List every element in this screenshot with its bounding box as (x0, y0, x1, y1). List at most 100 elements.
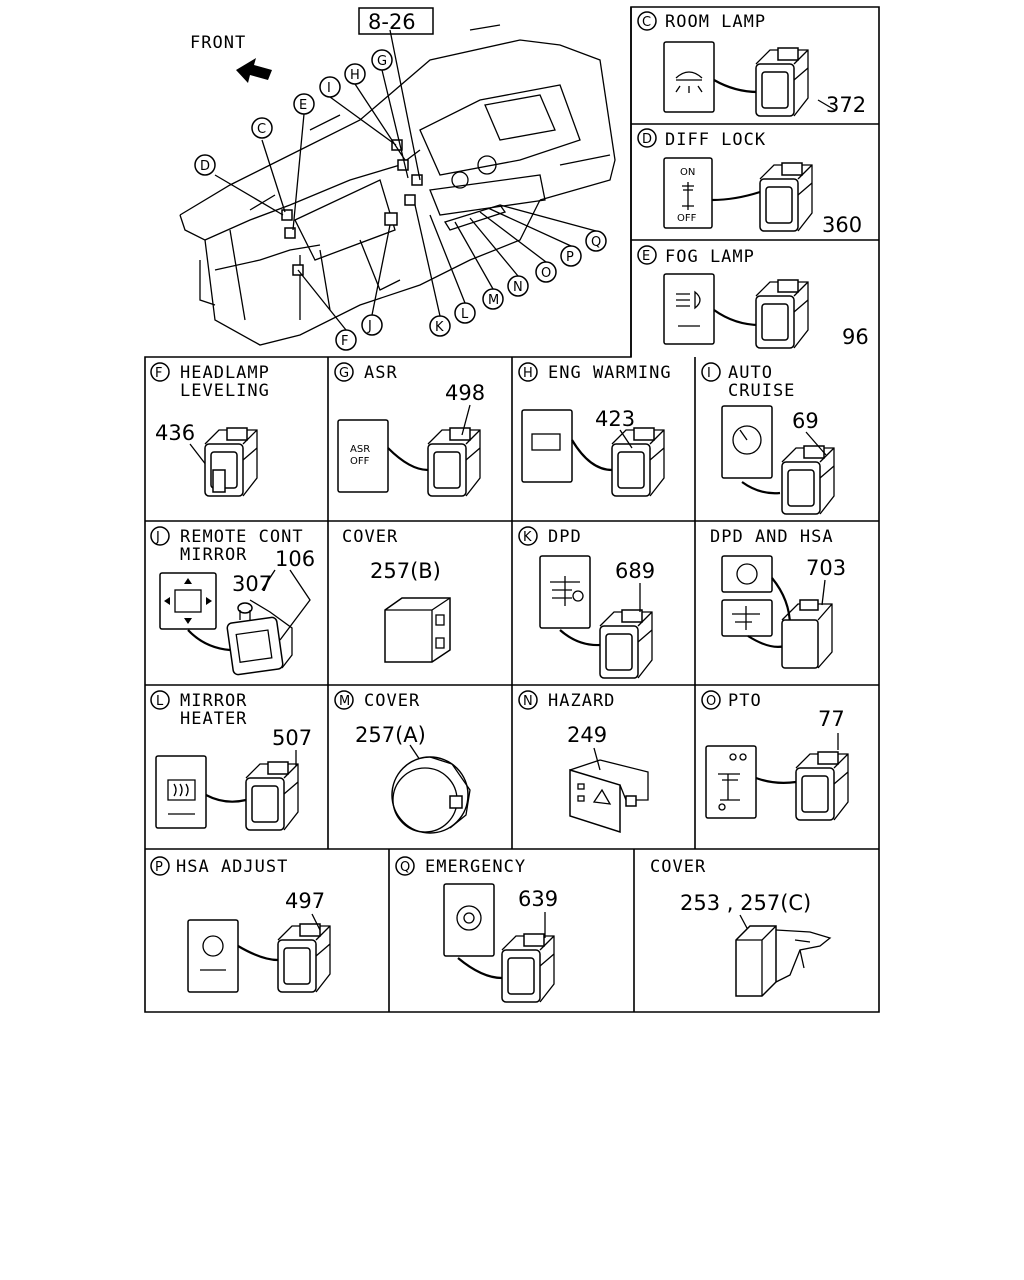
dpd-icon (732, 606, 760, 630)
ref-box (358, 7, 434, 35)
part-number: 423 (595, 407, 635, 431)
off-label: OFF (677, 213, 697, 224)
part-number: 77 (818, 707, 845, 731)
callout-L: L (454, 302, 476, 324)
panel-emergency: Q EMERGENCY 639 (395, 856, 558, 1003)
svg-text:E: E (642, 249, 650, 264)
part-number: 253 , 257(C) (680, 891, 811, 915)
callout-M: M (482, 288, 504, 310)
svg-text:D: D (642, 132, 652, 147)
front-label: FRONT (190, 33, 246, 53)
panel-title: PTO (728, 691, 762, 711)
panel-cover-c: COVER 253 , 257(C) (650, 857, 832, 997)
part-number: 360 (822, 213, 862, 237)
panel-title: HSA ADJUST (176, 857, 288, 877)
svg-text:L: L (156, 694, 164, 709)
part-number: 69 (792, 409, 819, 433)
svg-text:P: P (566, 250, 574, 265)
svg-text:MIRROR: MIRROR (180, 691, 247, 711)
panel-hsa-adjust: P HSA ADJUST 497 (150, 856, 331, 993)
svg-text:H: H (350, 68, 360, 83)
callout-Q: Q (585, 230, 607, 252)
callout-E: E (293, 93, 315, 115)
svg-text:F: F (341, 334, 348, 349)
callout-G: G (371, 49, 393, 71)
part-number: 498 (445, 381, 485, 405)
panel-eng-warming: H ENG WARMING 423 (518, 362, 672, 497)
callout-C: C (251, 117, 273, 139)
svg-text:O: O (706, 694, 716, 709)
part-number: 639 (518, 887, 558, 911)
panel-fog-lamp: E FOG LAMP 96 (637, 245, 869, 349)
panel-grid (144, 6, 880, 1013)
diff-icon (682, 182, 694, 210)
part-number: 249 (567, 723, 607, 747)
on-label: ON (680, 167, 695, 178)
panel-title: ROOM LAMP (665, 12, 766, 32)
panel-dpd-and-hsa: DPD AND HSA 703 (710, 527, 846, 669)
part-number-a: 106 (275, 547, 315, 571)
panel-title: COVER (650, 857, 706, 877)
panel-remote-cont-mirror: J REMOTE CONT MIRROR 307 106 (150, 526, 315, 676)
svg-text:I: I (707, 366, 711, 381)
panel-hazard: N HAZARD 249 (518, 690, 649, 834)
hazard-triangle-icon (592, 788, 612, 805)
part-number: 257(A) (355, 723, 426, 747)
ref-box-label: 8-26 (368, 10, 416, 34)
part-number: 689 (615, 559, 655, 583)
panel-title: COVER (342, 527, 398, 547)
callout-D: D (194, 154, 216, 176)
panel-title: DIFF LOCK (665, 130, 766, 150)
svg-text:D: D (200, 159, 210, 174)
svg-text:K: K (435, 320, 444, 335)
panel-title: ENG WARMING (548, 363, 672, 383)
panel-title: DPD AND HSA (710, 527, 834, 547)
svg-text:P: P (155, 860, 163, 875)
svg-text:OFF: OFF (350, 456, 370, 467)
svg-text:HEATER: HEATER (180, 709, 247, 729)
panel-headlamp-leveling: F HEADLAMP LEVELING 436 (150, 362, 270, 497)
svg-text:J: J (367, 319, 372, 334)
heater-icon (167, 779, 196, 815)
pto-icon (718, 773, 740, 801)
part-number: 372 (826, 93, 866, 117)
callout-F: F (335, 329, 357, 351)
part-number: 703 (806, 556, 846, 580)
svg-text:O: O (541, 266, 551, 281)
svg-text:ASR: ASR (350, 444, 370, 455)
part-number: 507 (272, 726, 312, 750)
svg-text:E: E (299, 98, 307, 113)
svg-text:HEADLAMP: HEADLAMP (180, 363, 270, 383)
panel-room-lamp: C ROOM LAMP 372 (637, 11, 866, 117)
panel-title: ASR (364, 363, 398, 383)
svg-text:CRUISE: CRUISE (728, 381, 795, 401)
svg-text:N: N (513, 280, 523, 295)
svg-text:M: M (339, 694, 350, 709)
panel-dpd: K DPD 689 (518, 526, 655, 679)
panel-auto-cruise: I AUTO CRUISE 69 (701, 362, 835, 515)
svg-text:Q: Q (400, 860, 410, 875)
svg-text:M: M (488, 293, 499, 308)
panel-asr: G ASR ASR OFF 498 (334, 362, 485, 497)
svg-text:LEVELING: LEVELING (180, 381, 270, 401)
svg-text:K: K (523, 530, 532, 545)
svg-text:F: F (155, 366, 162, 381)
panel-title: HAZARD (548, 691, 615, 711)
part-number: 96 (842, 325, 869, 349)
panel-cover-a: M COVER 257(A) (334, 690, 471, 834)
panel-title: DPD (548, 527, 582, 547)
emergency-gear-icon (456, 905, 482, 931)
svg-text:G: G (377, 54, 387, 69)
svg-text:L: L (461, 307, 469, 322)
hsa-icon (736, 563, 758, 585)
dashboard-overview: FRONT 8-26 D C E I H G F J K L M (179, 7, 616, 351)
svg-text:N: N (523, 694, 533, 709)
callout-K: K (429, 315, 451, 337)
callout-O: O (535, 261, 557, 283)
panel-title: EMERGENCY (425, 857, 526, 877)
panel-pto: O PTO 77 (701, 690, 849, 821)
svg-text:C: C (257, 122, 266, 137)
speedometer-icon (732, 425, 762, 455)
svg-text:AUTO: AUTO (728, 363, 773, 383)
panel-mirror-heater: L MIRROR HEATER 507 (150, 690, 312, 831)
